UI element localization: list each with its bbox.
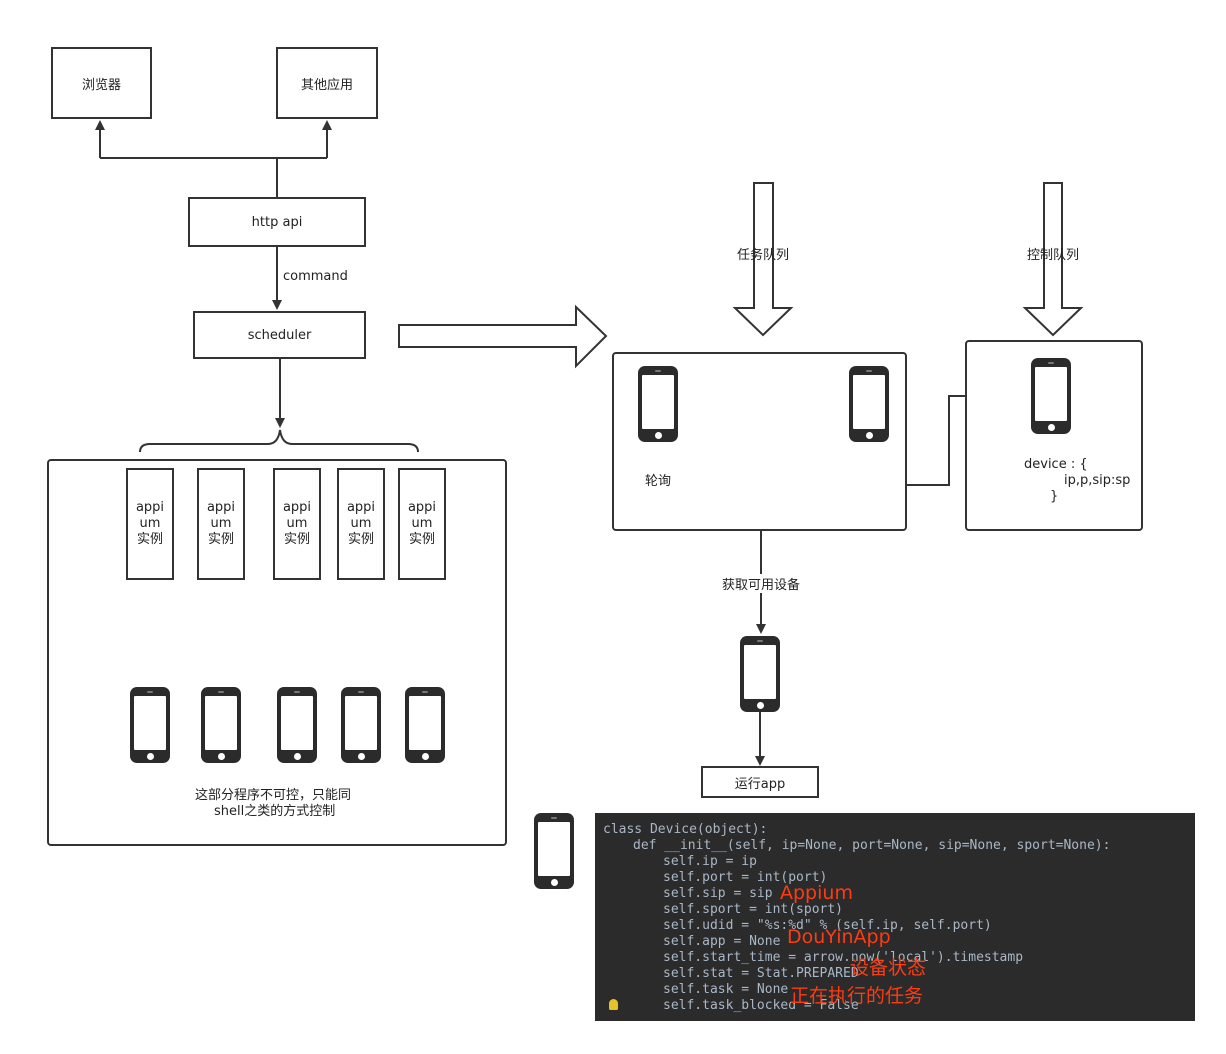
- run-app-label: 运行app: [734, 776, 786, 792]
- appium-instance-label: appi um 实例: [206, 500, 236, 547]
- phone-icon: [1031, 358, 1071, 434]
- run-app-box: 运行app: [701, 766, 819, 798]
- phone-icon: [341, 687, 381, 763]
- code-line: self.task_blocked = False: [663, 998, 859, 1013]
- appium-note-line1: 这部分程序不可控，只能同: [195, 788, 352, 803]
- code-line: self.udid = "%s:%d" % (self.ip, self.por…: [663, 918, 992, 933]
- appium-instance: appi um 实例: [398, 468, 446, 580]
- other-apps-box: 其他应用: [276, 47, 378, 119]
- annotation-current-task: 正在执行的任务: [790, 985, 924, 1007]
- code-line: self.sip = sip: [663, 886, 773, 901]
- code-line: self.task = None: [663, 982, 789, 997]
- appium-instance-label: appi um 实例: [135, 500, 165, 547]
- scheduler-label: scheduler: [247, 327, 312, 343]
- code-line: self.port = int(port): [663, 870, 828, 885]
- device-line2: ip,p,sip:sp: [1064, 473, 1131, 488]
- code-line: self.ip = ip: [663, 854, 757, 869]
- code-line: self.sport = int(sport): [663, 902, 844, 917]
- phone-icon: [201, 687, 241, 763]
- code-line: class Device(object):: [603, 822, 768, 837]
- browser-box: 浏览器: [51, 47, 152, 119]
- command-label: command: [283, 269, 348, 284]
- appium-instance-label: appi um 实例: [282, 500, 312, 547]
- control-queue-label: 控制队列: [1027, 248, 1080, 263]
- other-apps-label: 其他应用: [300, 77, 353, 93]
- browser-label: 浏览器: [81, 77, 121, 93]
- appium-instance: appi um 实例: [337, 468, 385, 580]
- phone-icon: [534, 813, 574, 889]
- code-line: self.start_time = arrow.now('local').tim…: [663, 950, 1024, 965]
- get-device-label: 获取可用设备: [722, 574, 801, 593]
- annotation-device-status: 设备状态: [850, 957, 927, 979]
- phone-icon: [130, 687, 170, 763]
- device-line1: device : {: [1024, 457, 1088, 472]
- appium-instance-label: appi um 实例: [346, 500, 376, 547]
- appium-instance: appi um 实例: [197, 468, 245, 580]
- task-queue-label: 任务队列: [737, 248, 790, 263]
- phone-icon: [638, 366, 678, 442]
- phone-icon: [277, 687, 317, 763]
- code-snippet: class Device(object): def __init__(self,…: [595, 813, 1195, 1021]
- appium-instance-label: appi um 实例: [407, 500, 437, 547]
- appium-instance: appi um 实例: [126, 468, 174, 580]
- lightbulb-icon: [609, 999, 618, 1010]
- appium-note-line2: shell之类的方式控制: [214, 804, 336, 819]
- annotation-douyinapp: DouYinApp: [787, 926, 891, 948]
- appium-instance: appi um 实例: [273, 468, 321, 580]
- scheduler-box: scheduler: [193, 311, 366, 359]
- phone-icon: [740, 636, 780, 712]
- code-line: def __init__(self, ip=None, port=None, s…: [633, 838, 1111, 853]
- http-api-label: http api: [251, 214, 303, 230]
- http-api-box: http api: [188, 197, 366, 247]
- device-line3: }: [1050, 489, 1059, 504]
- phone-icon: [849, 366, 889, 442]
- phone-icon: [405, 687, 445, 763]
- poll-label: 轮询: [645, 470, 672, 489]
- code-line: self.stat = Stat.PREPARED: [663, 966, 859, 981]
- code-line: self.app = None: [663, 934, 781, 949]
- annotation-appium: Appium: [780, 882, 853, 904]
